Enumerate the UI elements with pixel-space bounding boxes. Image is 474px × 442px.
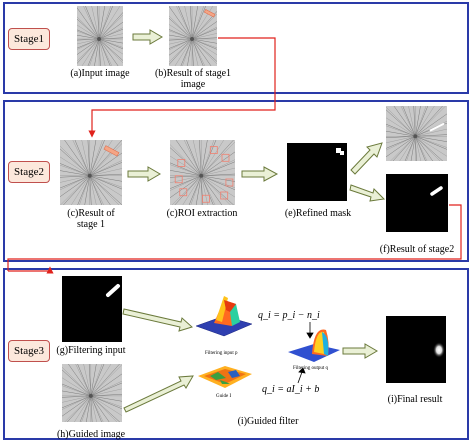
caption-b-line1: (b)Result of stage1 xyxy=(154,68,232,79)
caption-b-line2: image xyxy=(180,79,206,90)
caption-e: (e)Refined mask xyxy=(284,208,352,219)
input-image-a xyxy=(77,6,123,66)
stage2-label: Stage2 xyxy=(8,161,50,183)
caption-f: (f)Result of stage2 xyxy=(379,244,455,255)
radial-texture xyxy=(170,140,235,205)
radial-texture xyxy=(77,6,123,66)
caption-h: (h)Guided image xyxy=(56,429,126,440)
radial-texture xyxy=(60,140,122,205)
refined-mask-image xyxy=(287,143,347,201)
stage2-result-mask xyxy=(386,174,448,232)
caption-c1-line2: stage 1 xyxy=(76,219,106,230)
stage3-label: Stage3 xyxy=(8,340,50,362)
radial-texture xyxy=(62,364,122,422)
stage1-result-b xyxy=(169,6,217,66)
filtering-input-image xyxy=(62,276,122,342)
filtering-output-q-label: Filtering output q xyxy=(293,366,328,371)
caption-i: (i)Guided filter xyxy=(237,416,299,427)
stage1-label: Stage1 xyxy=(8,28,50,50)
radial-texture xyxy=(386,106,447,161)
radial-texture xyxy=(169,6,217,66)
filtering-output-plot xyxy=(286,322,342,366)
caption-c1-line1: (c)Result of xyxy=(67,208,115,219)
caption-final: (i)Final result xyxy=(387,394,443,405)
guide-i-plot xyxy=(196,360,254,392)
caption-g: (g)Filtering input xyxy=(56,345,126,356)
stage2-result-gray xyxy=(386,106,447,161)
caption-a: (a)Input image xyxy=(70,68,130,79)
formula-top: q_i = p_i − n_i xyxy=(258,310,320,321)
caption-c2: (c)ROI extraction xyxy=(166,208,238,219)
guided-image xyxy=(62,364,122,422)
final-result-image xyxy=(386,316,446,383)
formula-bottom: q_i = aI_i + b xyxy=(262,384,320,395)
roi-extraction-image xyxy=(170,140,235,205)
filtering-input-plot xyxy=(194,292,254,340)
stage1-result-c xyxy=(60,140,122,205)
filtering-input-p-label: Filtering input p xyxy=(205,351,238,356)
guide-i-label: Guide I xyxy=(216,394,232,399)
